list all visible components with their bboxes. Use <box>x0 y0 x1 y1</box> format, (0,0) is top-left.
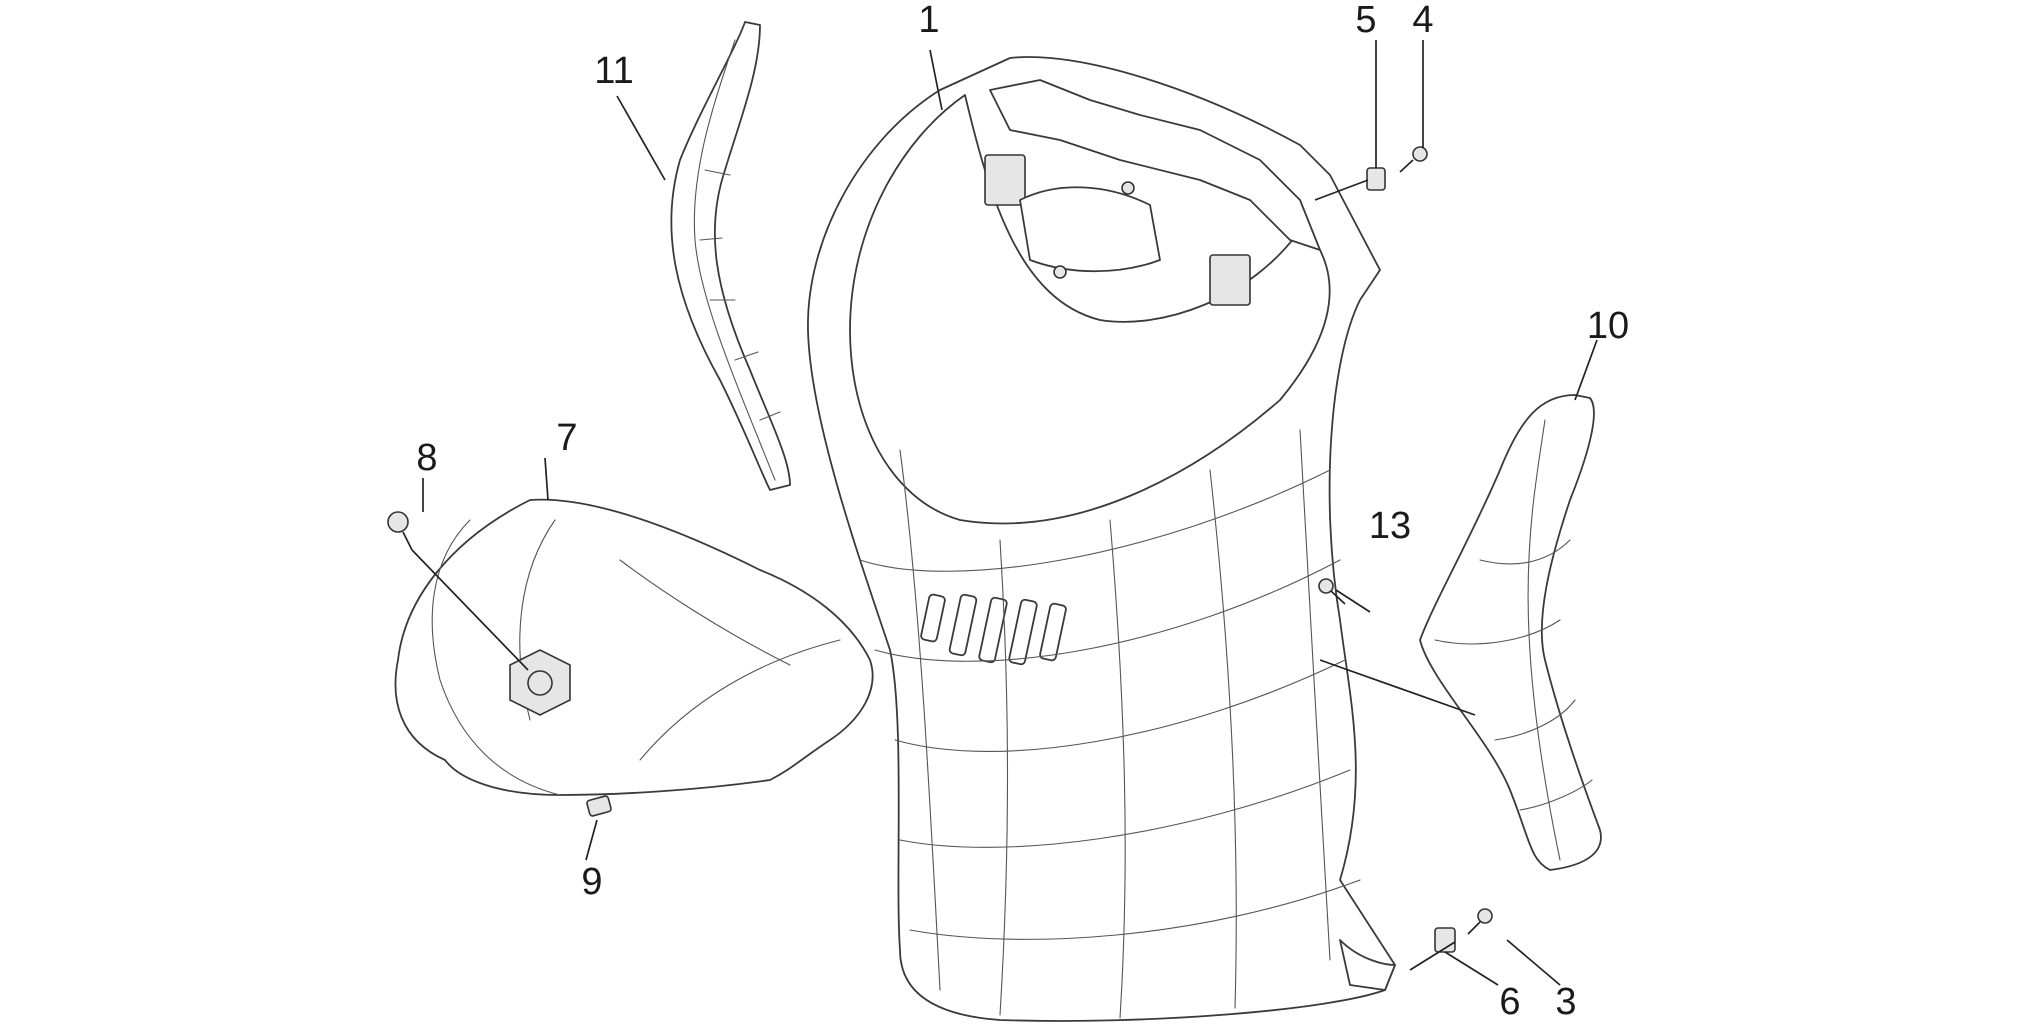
part-8-screw <box>387 511 413 551</box>
part-7-front-cover <box>394 498 874 796</box>
vent-slots <box>920 593 1067 666</box>
callout-4: 4 <box>1412 0 1433 41</box>
mount-tab-left <box>984 154 1026 206</box>
mount-tab-right <box>1209 254 1251 306</box>
callout-9: 9 <box>581 861 602 903</box>
part-9-clip-nut <box>586 795 612 817</box>
callout-7: 7 <box>556 417 577 459</box>
part-11-left-trim <box>670 21 791 491</box>
part-4-screw <box>1399 146 1428 173</box>
callout-11: 11 <box>594 50 633 92</box>
callout-13: 13 <box>1369 505 1411 547</box>
callout-1: 1 <box>918 0 939 41</box>
mount-hole <box>1121 181 1135 195</box>
callout-5: 5 <box>1355 0 1376 41</box>
leader-lines <box>411 40 1598 986</box>
part-3-screw <box>1467 908 1493 935</box>
emblem-hole <box>527 670 553 696</box>
part-10-right-trim <box>1419 394 1602 871</box>
callout-6: 6 <box>1499 981 1520 1023</box>
mount-hole <box>1053 265 1067 279</box>
callout-8: 8 <box>416 437 437 479</box>
part-13-screw <box>1318 578 1346 605</box>
part-1-front-shield <box>807 56 1396 1022</box>
callout-3: 3 <box>1555 981 1576 1023</box>
callout-10: 10 <box>1587 305 1629 347</box>
callout-labels: 1 3 4 5 6 7 8 9 10 11 13 <box>416 0 1629 1023</box>
part-5-clip-nut <box>1366 167 1386 191</box>
